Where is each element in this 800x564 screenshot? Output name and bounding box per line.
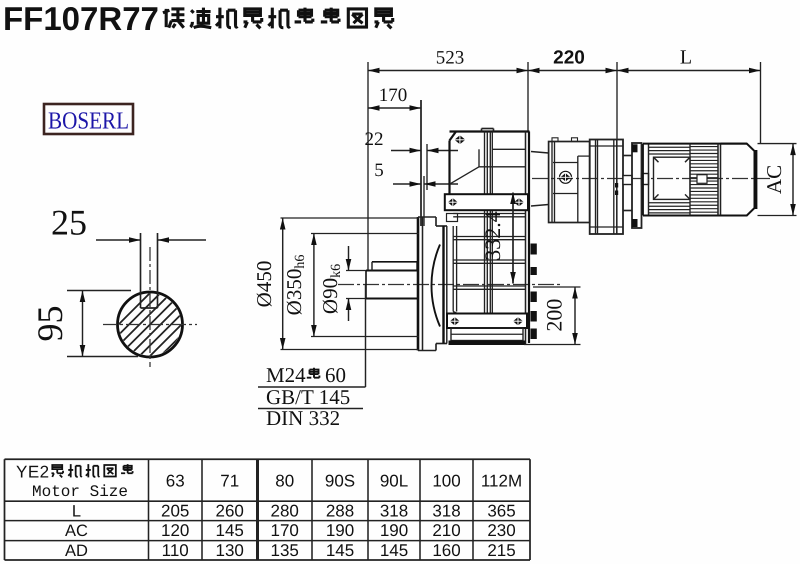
- svg-text:365: 365: [487, 501, 515, 520]
- svg-text:AC: AC: [65, 522, 88, 540]
- svg-text:220: 220: [553, 48, 585, 69]
- svg-text:190: 190: [326, 521, 354, 540]
- svg-text:100: 100: [432, 472, 460, 491]
- svg-text:230: 230: [487, 521, 515, 540]
- svg-text:210: 210: [432, 521, 460, 540]
- svg-text:110: 110: [162, 541, 189, 560]
- svg-text:200: 200: [541, 299, 566, 332]
- svg-text:80: 80: [275, 472, 294, 491]
- svg-text:130: 130: [216, 541, 244, 560]
- svg-text:AD: AD: [65, 542, 88, 560]
- svg-text:135: 135: [271, 541, 299, 560]
- svg-text:90S: 90S: [325, 472, 355, 491]
- svg-text:332.4: 332.4: [480, 211, 505, 261]
- svg-text:318: 318: [380, 501, 408, 520]
- svg-text:205: 205: [161, 501, 189, 520]
- svg-text:145: 145: [326, 541, 354, 560]
- svg-text:M24: M24: [266, 363, 306, 387]
- svg-text:160: 160: [432, 541, 460, 560]
- svg-text:170: 170: [379, 85, 408, 106]
- svg-text:112M: 112M: [481, 472, 522, 491]
- svg-text:523: 523: [436, 48, 465, 69]
- svg-text:95: 95: [30, 306, 70, 342]
- svg-text:215: 215: [487, 541, 515, 560]
- svg-text:22: 22: [365, 129, 384, 150]
- svg-text:BOSERL: BOSERL: [48, 108, 129, 135]
- svg-text:63: 63: [166, 472, 185, 491]
- svg-text:280: 280: [271, 501, 299, 520]
- svg-text:5: 5: [374, 160, 384, 181]
- svg-text:145: 145: [216, 521, 244, 540]
- svg-text:AC: AC: [762, 165, 786, 194]
- svg-text:GB/T 145: GB/T 145: [266, 385, 350, 409]
- svg-text:288: 288: [326, 501, 354, 520]
- svg-text:DIN 332: DIN 332: [266, 406, 340, 430]
- svg-text:25: 25: [51, 203, 87, 243]
- svg-text:L: L: [680, 47, 692, 69]
- svg-text:170: 170: [271, 521, 299, 540]
- svg-text:71: 71: [220, 472, 239, 491]
- svg-text:145: 145: [380, 541, 408, 560]
- svg-text:Ø450: Ø450: [252, 261, 276, 308]
- svg-text:120: 120: [161, 521, 189, 540]
- svg-text:L: L: [72, 502, 81, 520]
- svg-text:318: 318: [432, 501, 460, 520]
- svg-text:FF107R77: FF107R77: [3, 0, 159, 37]
- svg-text:190: 190: [380, 521, 408, 540]
- svg-text:90L: 90L: [380, 472, 408, 491]
- svg-text:Motor Size: Motor Size: [32, 483, 128, 501]
- svg-text:260: 260: [216, 501, 244, 520]
- svg-text:YE2: YE2: [16, 463, 50, 482]
- svg-text:60: 60: [325, 363, 346, 387]
